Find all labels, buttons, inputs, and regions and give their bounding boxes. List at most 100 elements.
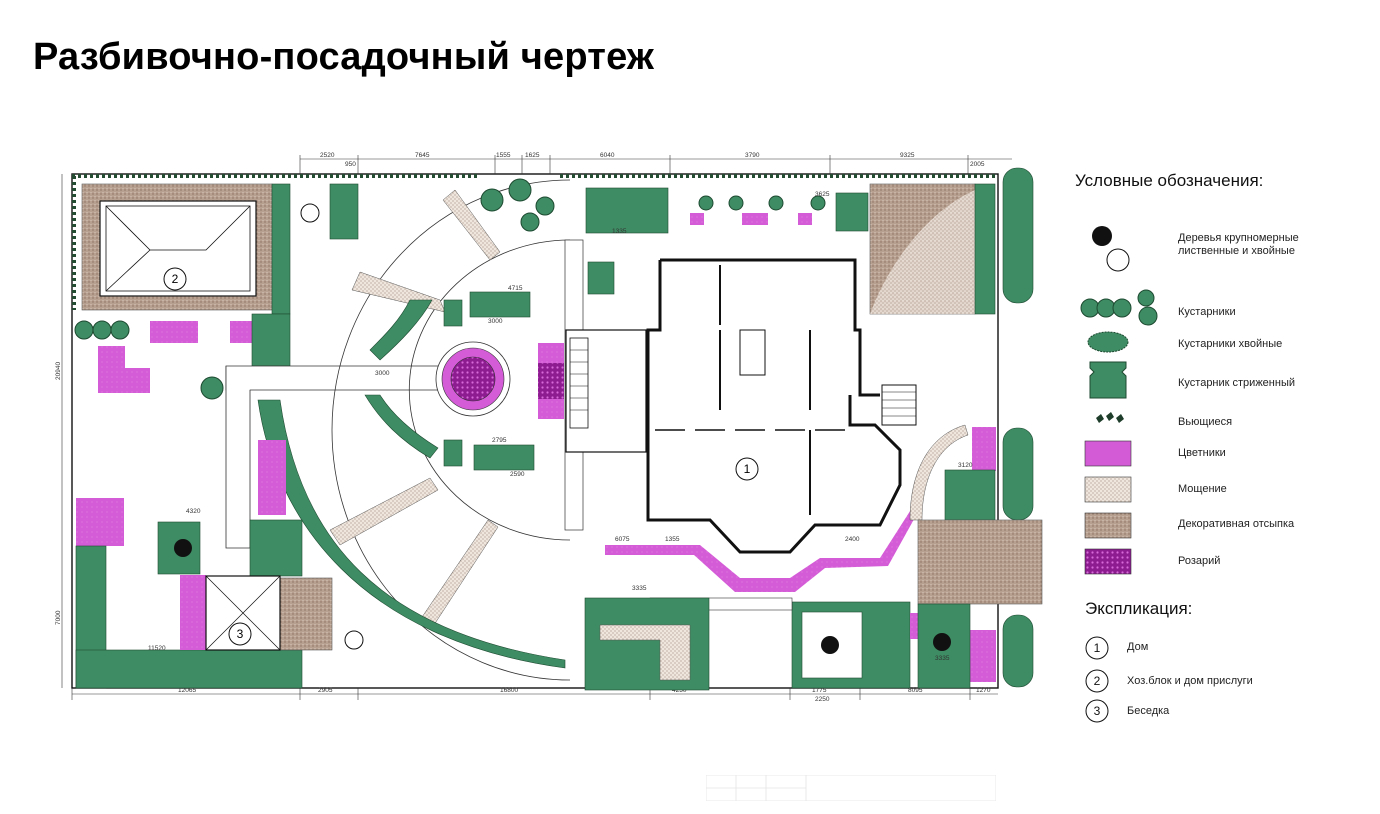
legend-label: Мощение xyxy=(1178,483,1227,495)
tree-deciduous xyxy=(174,539,192,557)
shrub xyxy=(698,195,714,211)
explication-number: 3 xyxy=(1094,704,1101,718)
legend-label: Кустарники хвойные xyxy=(1178,338,1283,350)
trimmed-shrub xyxy=(584,597,710,691)
flowerbed xyxy=(798,213,812,225)
semicircle-garden xyxy=(257,179,571,681)
conifer-shrub-icon xyxy=(1087,331,1129,353)
shrub xyxy=(810,195,826,211)
shrub xyxy=(92,320,112,340)
dim-label: 3335 xyxy=(632,585,647,592)
dim-label: 3335 xyxy=(935,655,950,662)
flowerbed xyxy=(230,321,252,343)
dim-label: 9325 xyxy=(900,152,915,159)
dim-label: 2250 xyxy=(815,696,830,703)
dim-label: 2400 xyxy=(845,536,860,543)
dim-label: 1775 xyxy=(812,687,827,694)
dim-label: 8095 xyxy=(908,687,923,694)
garden-path xyxy=(225,365,441,391)
dim-label: 3790 xyxy=(745,152,760,159)
trimmed-shrub xyxy=(835,192,869,232)
dim-label: 2590 xyxy=(510,471,525,478)
legend-label: Декоративная отсыпка xyxy=(1178,518,1295,530)
dim-label: 7645 xyxy=(415,152,430,159)
explication-badge xyxy=(1085,699,1109,723)
trimmed-shrub xyxy=(587,261,615,295)
trimmed-shrub xyxy=(271,183,291,315)
gazebo-3: 3 xyxy=(205,575,281,651)
gravel-swatch xyxy=(1084,512,1132,539)
dim-label: 1335 xyxy=(612,228,627,235)
top-dimension-line xyxy=(299,155,1012,174)
trimmed-shrub xyxy=(974,183,996,315)
dim-label: 3000 xyxy=(375,370,390,377)
dim-label: 1355 xyxy=(665,536,680,543)
explication-label: Беседка xyxy=(1127,705,1170,717)
dim-label: 12065 xyxy=(178,687,196,694)
flowerbed xyxy=(76,498,124,546)
house-number-badge xyxy=(735,457,759,481)
dim-label: 2005 xyxy=(970,161,985,168)
dim-label: 11520 xyxy=(148,645,166,652)
flowerbed xyxy=(972,427,996,471)
explication-number: 1 xyxy=(1094,641,1101,655)
paving-swatch xyxy=(1084,476,1132,503)
legend-label: Кустарники xyxy=(1178,306,1236,318)
explication-badge xyxy=(1085,669,1109,693)
rosary-swatch xyxy=(1084,548,1132,575)
paving-path xyxy=(909,424,969,521)
conifer-tree xyxy=(344,630,364,650)
dim-label: 4715 xyxy=(508,285,523,292)
dim-label: 3120 xyxy=(958,462,973,469)
legend-label: Цветники xyxy=(1178,447,1226,459)
tree-deciduous xyxy=(821,636,839,654)
climber-icon xyxy=(1096,412,1124,423)
trimmed-shrub xyxy=(329,183,359,240)
stamp-table xyxy=(706,775,996,801)
dim-label: 7000 xyxy=(55,610,62,625)
trimmed-shrub xyxy=(1002,614,1034,688)
explication-badge xyxy=(1085,636,1109,660)
building-number-label: 3 xyxy=(237,627,244,641)
rosary xyxy=(538,363,564,399)
dim-label: 1625 xyxy=(525,152,540,159)
conifer-tree xyxy=(300,203,320,223)
dim-label: 2520 xyxy=(320,152,335,159)
paving-area xyxy=(917,519,1043,605)
trimmed-shrub xyxy=(944,469,996,521)
page-title: Разбивочно-посадочный чертеж xyxy=(33,36,655,78)
shrub xyxy=(200,376,224,400)
flowerbed xyxy=(690,213,704,225)
explication-label: Хоз.блок и дом прислуги xyxy=(1127,675,1253,687)
explication-label: Дом xyxy=(1127,641,1149,653)
bottom-dimension-line xyxy=(71,688,998,700)
dim-label: 6075 xyxy=(615,536,630,543)
dim-label: 16800 xyxy=(500,687,518,694)
explication-number: 2 xyxy=(1094,674,1101,688)
flowerbed xyxy=(98,346,150,393)
flowerbed-strip xyxy=(605,508,918,592)
flowerbed-swatch xyxy=(1084,440,1132,467)
shrub-icon xyxy=(1080,289,1158,326)
flowerbed xyxy=(968,630,996,682)
trimmed-shrub xyxy=(1002,167,1034,304)
garden-path xyxy=(225,366,251,549)
legend-label: Розарий xyxy=(1178,555,1221,567)
tree-group xyxy=(480,178,555,232)
shrub xyxy=(110,320,130,340)
trimmed-shrub xyxy=(585,187,669,234)
flowerbed xyxy=(742,213,768,225)
trimmed-shrub-icon xyxy=(1089,361,1127,399)
trimmed-shrub xyxy=(1002,427,1034,521)
explication-title: Экспликация: xyxy=(1085,599,1193,618)
legend-label: Деревья крупномерные лиственные и хвойны… xyxy=(1178,232,1299,257)
legend-label: Вьющиеся xyxy=(1178,416,1233,428)
gravel-area xyxy=(279,577,333,651)
shrub xyxy=(768,195,784,211)
dim-label: 4320 xyxy=(186,508,201,515)
dim-label: 2795 xyxy=(492,437,507,444)
shrub xyxy=(74,320,94,340)
dim-label: 3000 xyxy=(488,318,503,325)
dim-label: 2905 xyxy=(318,687,333,694)
